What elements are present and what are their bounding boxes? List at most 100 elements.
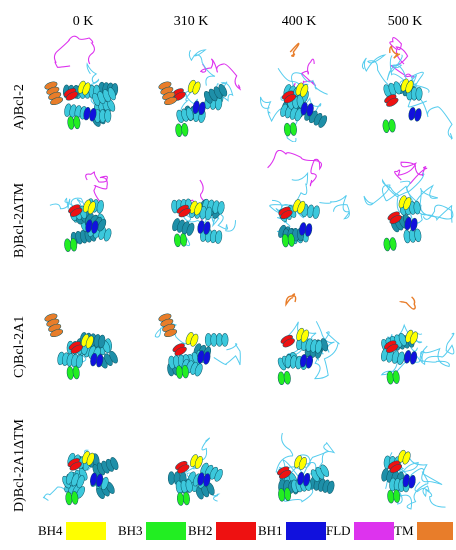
bh4-helix [83, 199, 96, 215]
bh1-helix [83, 106, 97, 122]
legend-item-fld: FLD [326, 520, 394, 542]
core-helix [70, 228, 97, 246]
core-helix [172, 218, 195, 236]
coil-loop [283, 462, 317, 503]
tm-coil [389, 45, 401, 59]
legend-item-bh1: BH1 [258, 520, 326, 542]
row-label-bcl2a1-dtm: D)Bcl-2A1ΔTM [12, 419, 27, 512]
bh3-helix [283, 122, 297, 137]
core-helix [167, 471, 187, 485]
bh4-helix [405, 329, 418, 345]
structure-r2-c3 [255, 150, 351, 258]
coil-loop [188, 49, 216, 86]
legend-swatch-bh4 [65, 522, 106, 540]
color-legend: BH4 BH3 BH2 BH1 FLD TM [0, 520, 456, 544]
legend-label-fld: FLD [326, 523, 351, 538]
row-label-bcl2-dtm: B)Bcl-2ΔTM [12, 182, 27, 258]
core-helix [92, 87, 116, 106]
bh3-helix [383, 237, 397, 252]
bh4-helix [187, 79, 201, 95]
bh2-helix [281, 90, 297, 104]
bh1-helix [299, 354, 313, 369]
bh2-helix [384, 94, 399, 107]
legend-swatch-bh1 [285, 522, 326, 540]
bh3-helix [281, 233, 295, 248]
bh3-helix [386, 370, 400, 385]
structure-r2-c4 [360, 150, 456, 258]
legend-swatch-bh3 [145, 522, 186, 540]
coil-loop [213, 343, 241, 366]
bh4-helix [400, 78, 414, 94]
bh4-helix [190, 454, 203, 469]
bh1-helix [192, 100, 206, 116]
tm-helix [158, 81, 178, 106]
structure-r3-c2 [148, 282, 244, 390]
column-header-400k: 400 K [281, 14, 317, 29]
bh1-helix [404, 216, 418, 232]
coil-loop [363, 184, 415, 206]
coil-loop [401, 457, 443, 485]
bh1-helix [85, 219, 99, 234]
core-helix [176, 107, 194, 123]
bh3-helix [67, 115, 81, 130]
coil-loop [361, 54, 395, 90]
structure-r4-c4 [360, 405, 456, 513]
coil-loop [275, 432, 300, 478]
coil-loop [420, 347, 450, 368]
bh2-helix [387, 460, 402, 473]
core-helix [304, 108, 328, 128]
bh3-helix [65, 491, 79, 506]
bh4-helix [81, 333, 94, 349]
bh4-helix [185, 332, 199, 347]
tm-coil [399, 296, 416, 310]
coil-loop [319, 195, 350, 220]
legend-label-bh2: BH2 [188, 523, 213, 538]
structure-r3-c4 [360, 282, 456, 390]
coil-loop [49, 197, 73, 210]
bh2-helix [280, 334, 295, 348]
bh3-helix [387, 489, 401, 504]
fld-loop [200, 58, 242, 91]
structure-r2-c1 [40, 150, 136, 258]
structure-r4-c3 [255, 405, 351, 513]
bh4-helix [398, 195, 412, 211]
core-helix [310, 464, 330, 482]
bh3-helix [175, 364, 189, 379]
bh3-helix [66, 365, 80, 380]
core-helix [301, 203, 320, 219]
bh4-helix [77, 80, 91, 96]
structure-r3-c1 [40, 282, 136, 390]
structure-r3-c3 [255, 282, 351, 390]
bh4-helix [294, 455, 307, 470]
structure-r1-c1 [40, 34, 136, 142]
bh3-helix [176, 491, 190, 506]
bh4-helix [292, 199, 306, 214]
bh2-helix [68, 341, 83, 354]
coil-loop [389, 55, 430, 93]
structure-r4-c1 [40, 405, 136, 513]
bh1-helix [197, 350, 211, 365]
bh1-helix [408, 107, 422, 122]
core-helix [403, 228, 422, 244]
core-helix [175, 479, 193, 495]
legend-label-tm: TM [394, 523, 414, 538]
row-label-bcl2: A)Bcl-2 [12, 84, 27, 130]
bh1-helix [297, 471, 311, 487]
bh2-helix [384, 340, 399, 353]
bh2-helix [278, 206, 293, 220]
bh2-helix [387, 211, 402, 225]
legend-swatch-fld [353, 522, 394, 540]
bh1-helix [402, 473, 416, 489]
fld-loop [53, 35, 95, 68]
coil-loop [183, 214, 220, 228]
legend-swatch-bh2 [215, 522, 256, 540]
bh1-helix [197, 472, 211, 487]
fld-loop [267, 150, 323, 187]
core-helix [57, 351, 84, 369]
core-helix [200, 462, 223, 482]
fld-loop [394, 161, 428, 185]
structure-r2-c2 [148, 150, 244, 258]
legend-label-bh4: BH4 [38, 523, 63, 538]
coil-loop [306, 331, 340, 355]
core-helix [203, 84, 228, 104]
